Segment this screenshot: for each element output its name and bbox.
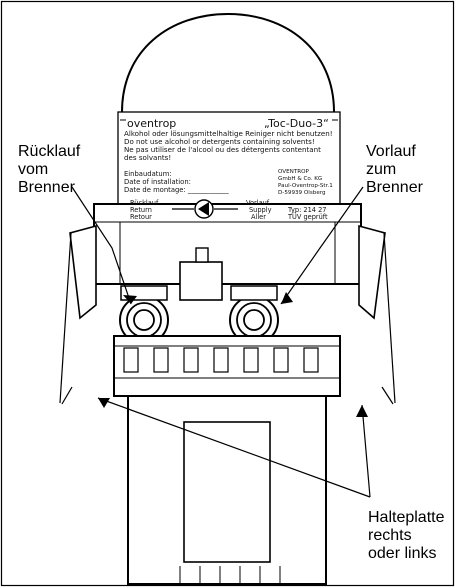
callout-left-line-2: vom: [18, 161, 48, 178]
supply-line-3: Aller: [251, 213, 266, 221]
type-text: Typ: 214 27: [287, 206, 326, 214]
bracket-left: [69, 224, 97, 320]
leader-right-bracket: [361, 404, 371, 498]
nameplate: [117, 111, 341, 216]
return-line-2: Return: [130, 206, 152, 214]
leader-left-bracket: [97, 397, 371, 498]
company-line-3: Paul-Oventrop-Str.1: [278, 183, 333, 189]
supply-line-1: Vorlauf: [246, 199, 270, 207]
approval-text: TÜV geprüft: [287, 212, 328, 221]
callout-left-line-3: Brenner: [18, 179, 76, 196]
supply-line-2: Supply: [249, 206, 272, 214]
callout-right-line-3: Brenner: [366, 179, 424, 196]
company-line-2: GmbH & Co. KG: [278, 176, 322, 182]
callout-left-line-1: Rücklauf: [18, 143, 81, 160]
install-line-1: Einbaudatum:: [124, 170, 172, 178]
warning-line-4: des solvants!: [124, 153, 171, 162]
company-line-1: OVENTROP: [278, 169, 310, 175]
callout-bottom-line-1: Halteplatte: [368, 509, 445, 526]
callout-bottom-line-3: oder links: [368, 545, 436, 562]
supply-connection: [229, 285, 279, 345]
warning-line-2: Do not use alcohol or detergents contain…: [124, 137, 315, 146]
callout-right-line-2: zum: [366, 161, 396, 178]
company-line-4: D-59939 Olsberg: [278, 190, 326, 196]
install-line-2: Date of installation:: [124, 178, 191, 186]
model-text: „Toc-Duo-3“: [264, 117, 329, 130]
callout-right-line-1: Vorlauf: [366, 143, 416, 160]
warning-line-3: Ne pas utiliser de l'alcool ou des déter…: [124, 145, 321, 154]
leader-return: [71, 186, 132, 305]
leader-supply: [280, 186, 364, 305]
return-line-1: Rücklauf: [130, 199, 159, 207]
return-line-3: Retour: [130, 213, 152, 221]
brand-text: oventrop: [127, 117, 176, 130]
bracket-right: [358, 224, 386, 320]
return-connection: [119, 285, 169, 345]
warning-line-1: Alkohol oder lösungsmittelhaltige Reinig…: [124, 129, 333, 138]
filter-bowl: [127, 395, 327, 585]
install-line-3: Date de montage: ____________: [124, 186, 229, 194]
callout-bottom-line-2: rechts: [368, 527, 412, 544]
